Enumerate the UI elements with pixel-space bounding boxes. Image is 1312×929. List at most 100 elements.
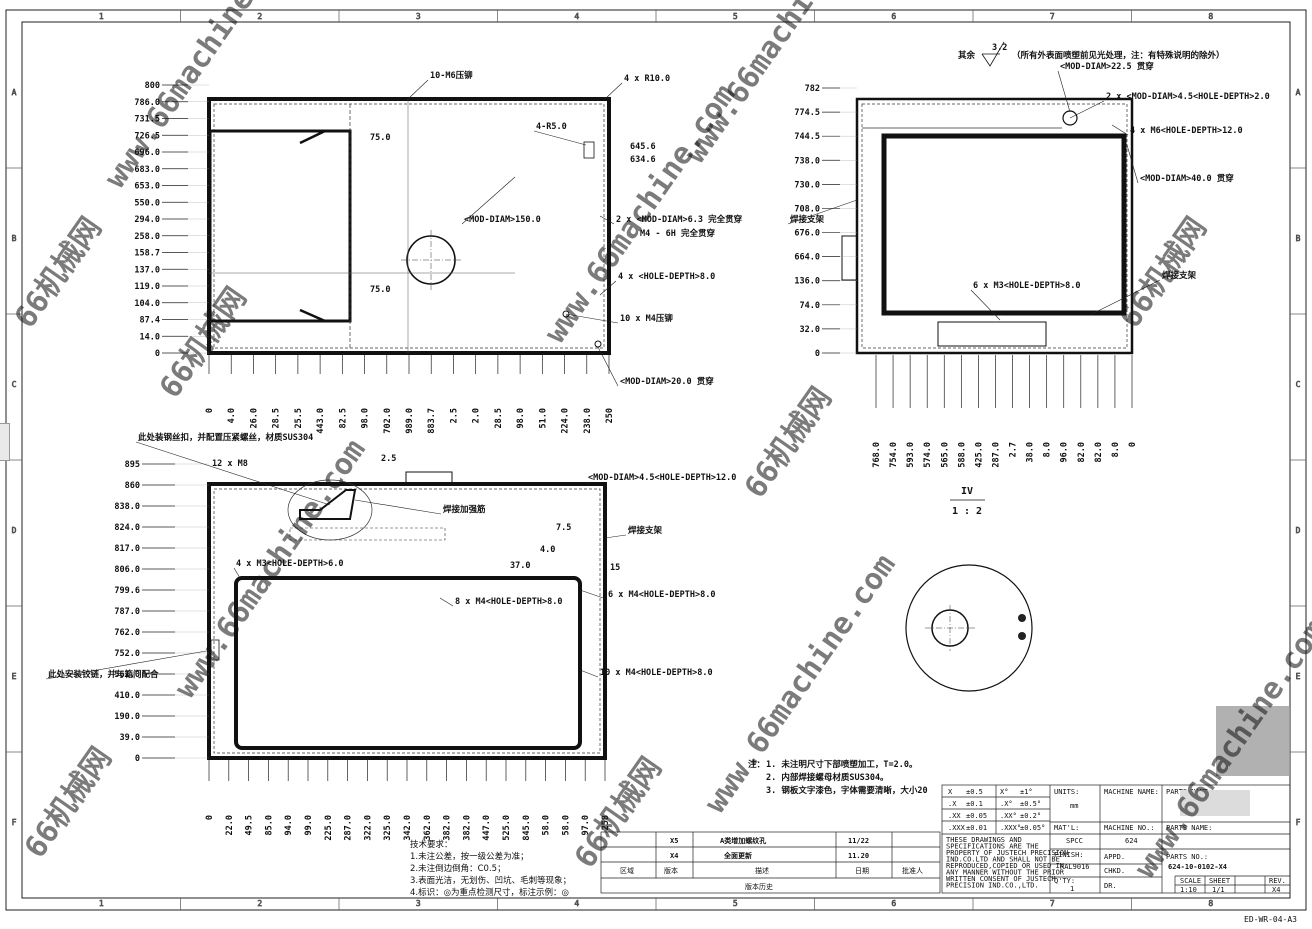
callout-leader: [597, 346, 619, 387]
bottom-callouts-item: <MOD-DIAM>4.5<HOLE-DEPTH>12.0: [588, 473, 736, 483]
bottom-hdims-label: 99.0: [304, 815, 314, 835]
side-window: [881, 133, 1127, 316]
rev-row2-mark: X4: [670, 852, 678, 860]
front-small-hole: [562, 310, 570, 318]
qty-value: 1: [1070, 885, 1074, 893]
tol-val: ±0.05: [966, 812, 987, 820]
bottom-callouts-item: 37.0: [510, 561, 530, 571]
tol-key: .X: [948, 800, 957, 808]
surface-roughness: 3.2: [992, 43, 1007, 53]
front-callouts-item: M4 - 6H 完全贯穿: [640, 228, 715, 239]
zone-right-A: A: [1296, 88, 1301, 97]
zone-top-3: 3: [416, 12, 421, 21]
tech-4: 4.标识：◎为重点检测尺寸，标注示例：◎: [410, 887, 569, 898]
bottom-callouts-item: 焊接支架: [628, 525, 663, 536]
front-hdims-label: 98.0: [361, 408, 371, 428]
zone-bottom-3: 3: [416, 899, 421, 908]
revision-text: X5 A类增加螺纹孔 11/22 X4 全面更新 11.20 区域 版本 描述 …: [620, 836, 923, 891]
side-vdims-label: 774.5: [794, 108, 820, 118]
side-hdims-label: 588.0: [957, 442, 967, 468]
bottom-vdims-label: 787.0: [114, 607, 140, 617]
bottom-vdims-label: 0: [135, 754, 140, 764]
callout-leader: [1126, 144, 1139, 184]
zone-left-D: D: [12, 526, 17, 535]
bottom-hdims-label: 382.0: [462, 815, 472, 841]
side-hdims-label: 425.0: [974, 442, 984, 468]
bottom-vdims-label: 561.0: [114, 670, 140, 680]
front-hdims-label: 0: [205, 408, 215, 413]
zone-right-B: B: [1296, 234, 1301, 243]
bottom-hdims-label: 225.0: [324, 815, 334, 841]
bottom-door-window: [234, 576, 582, 750]
bottom-hdims-label: 325.0: [383, 815, 393, 841]
callout-leader: [1069, 100, 1105, 119]
side-hdims-label: 287.0: [991, 442, 1001, 468]
rev-header-approver: 批准人: [902, 866, 923, 875]
tol-angle-key: X°: [1000, 788, 1008, 796]
tech-title: 技术要求：: [410, 839, 453, 850]
tol-angle-val: ±0.5°: [1020, 800, 1041, 808]
tol-angle-val: ±0.2°: [1020, 812, 1041, 820]
bottom-callouts-item: 8 x M4<HOLE-DEPTH>8.0: [455, 597, 562, 607]
bottom-vdims-label: 190.0: [114, 712, 140, 722]
zone-right-C: C: [1296, 380, 1301, 389]
zone-right-F: F: [1296, 818, 1301, 827]
side-callouts-item: <MOD-DIAM>22.5 贯穿: [1060, 61, 1154, 72]
side-bracket: [937, 321, 1047, 347]
tol-key: .XX: [948, 812, 961, 820]
detail-view: IV 1 : 2: [905, 486, 1033, 692]
zone-top-1: 1: [99, 12, 104, 21]
bottom-vdims-label: 895: [125, 460, 140, 470]
units-label: UNITS:: [1054, 788, 1079, 796]
front-hdims-label: 238.0: [583, 408, 593, 434]
side-hdims-label: 593.0: [906, 442, 916, 468]
front-callouts-item: 634.6: [630, 155, 656, 165]
front-callouts-item: 75.0: [370, 285, 390, 295]
front-hdims-label: 28.5: [272, 408, 282, 428]
callout-leader: [1111, 124, 1129, 136]
callout-leader: [533, 130, 587, 146]
side-vdims-label: 744.5: [794, 132, 820, 142]
zone-left-C: C: [12, 380, 17, 389]
parts-no-label-top: PARTS NAME:: [1166, 824, 1212, 832]
bottom-hdims-label: 287.0: [344, 815, 354, 841]
surface-text: （所有外表面喷塑前见光处理，注：有特殊说明的除外）: [1012, 50, 1225, 61]
side-vdims-label: 676.0: [794, 229, 820, 239]
front-callouts-item: 10-M6压铆: [430, 70, 473, 81]
front-corner-hole: [594, 340, 602, 348]
watermark-text: 66机械网: [153, 281, 254, 404]
zone-left-B: B: [12, 234, 17, 243]
parts-no-value: 624-10-0102-X4: [1168, 863, 1227, 871]
detail-marker-1: [1018, 614, 1026, 622]
front-vdims-label: 294.0: [134, 215, 160, 225]
callout-leader: [970, 289, 1001, 321]
front-hdims-label: 51.0: [538, 408, 548, 428]
front-vdims-label: 0: [155, 349, 160, 359]
zone-bottom-4: 4: [574, 899, 579, 908]
legal-line: IND.CO.LTD AND SHALL NOT BE: [946, 856, 1060, 864]
bottom-hdims-label: 85.0: [264, 815, 274, 835]
front-vdims-label: 137.0: [134, 265, 160, 275]
zone-bottom-6: 6: [891, 899, 896, 908]
callout-leader: [579, 669, 599, 678]
zone-top-8: 8: [1208, 12, 1213, 21]
callout-leader: [407, 79, 429, 100]
zone-top-2: 2: [257, 12, 262, 21]
zone-bottom-5: 5: [733, 899, 738, 908]
detail-scale: 1 : 2: [952, 506, 982, 517]
front-hdims-label: 443.0: [316, 408, 326, 434]
bottom-hdims-label: 0: [205, 815, 215, 820]
material-value: SPCC: [1066, 837, 1083, 845]
tech-2: 2.未注倒边倒角：C0.5；: [410, 863, 506, 874]
front-vdims-label: 14.0: [140, 332, 160, 342]
side-tab[interactable]: [0, 423, 10, 461]
legal-line: WRITTEN CONSENT OF JUSTECH: [946, 875, 1056, 883]
zone-top-6: 6: [891, 12, 896, 21]
callout-leader: [1057, 70, 1071, 113]
side-vdims-label: 708.0: [794, 204, 820, 214]
sheet-value: 1/1: [1212, 886, 1225, 894]
front-brace-bottom: [299, 308, 350, 323]
front-hdims-label: 98.0: [516, 408, 526, 428]
bottom-callouts-item: 10 x M4<HOLE-DEPTH>8.0: [600, 668, 713, 678]
